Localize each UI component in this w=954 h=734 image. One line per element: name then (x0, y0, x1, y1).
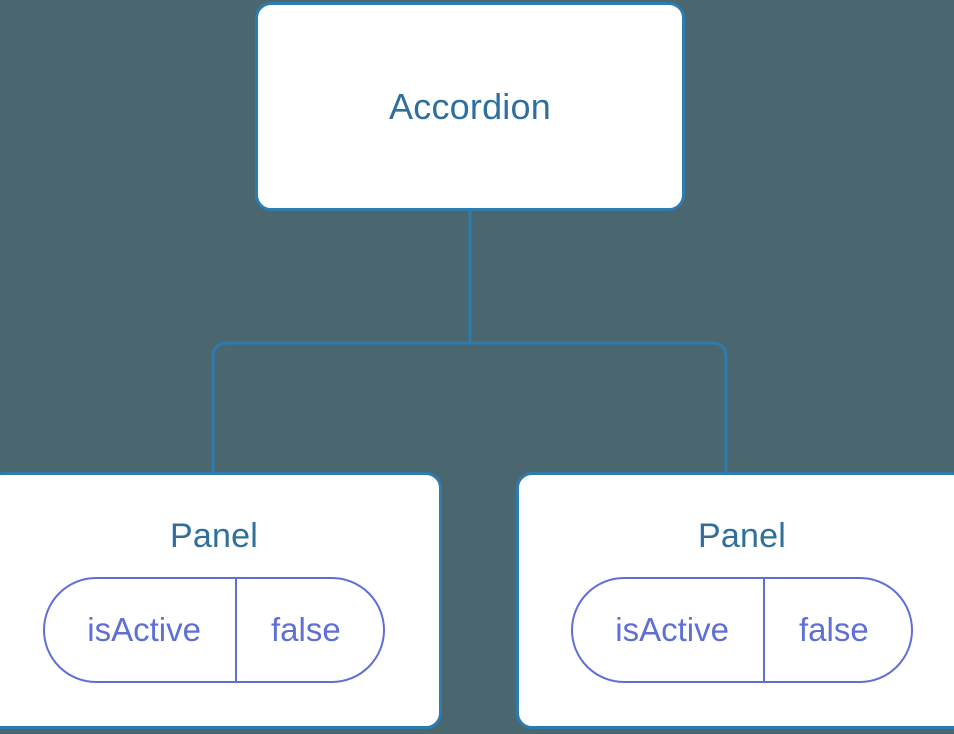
panel-body: Panel isActive false (519, 516, 954, 684)
tree-node-panel-0[interactable]: Panel isActive false (0, 472, 442, 729)
prop-pill-isactive[interactable]: isActive false (571, 577, 913, 684)
node-title-accordion: Accordion (389, 85, 551, 127)
connector-branch-left (211, 341, 470, 474)
prop-pill-isactive[interactable]: isActive false (43, 577, 385, 684)
panel-body: Panel isActive false (0, 516, 439, 684)
node-title-panel: Panel (698, 516, 786, 555)
node-title-panel: Panel (170, 516, 258, 555)
prop-key-isactive: isActive (87, 611, 201, 649)
prop-key-isactive: isActive (615, 611, 729, 649)
prop-value-isactive[interactable]: false (762, 579, 911, 682)
connector-branch-right (470, 341, 728, 474)
prop-value-isactive[interactable]: false (234, 579, 383, 682)
tree-node-accordion[interactable]: Accordion (255, 2, 685, 211)
tree-node-panel-1[interactable]: Panel isActive false (516, 472, 954, 729)
